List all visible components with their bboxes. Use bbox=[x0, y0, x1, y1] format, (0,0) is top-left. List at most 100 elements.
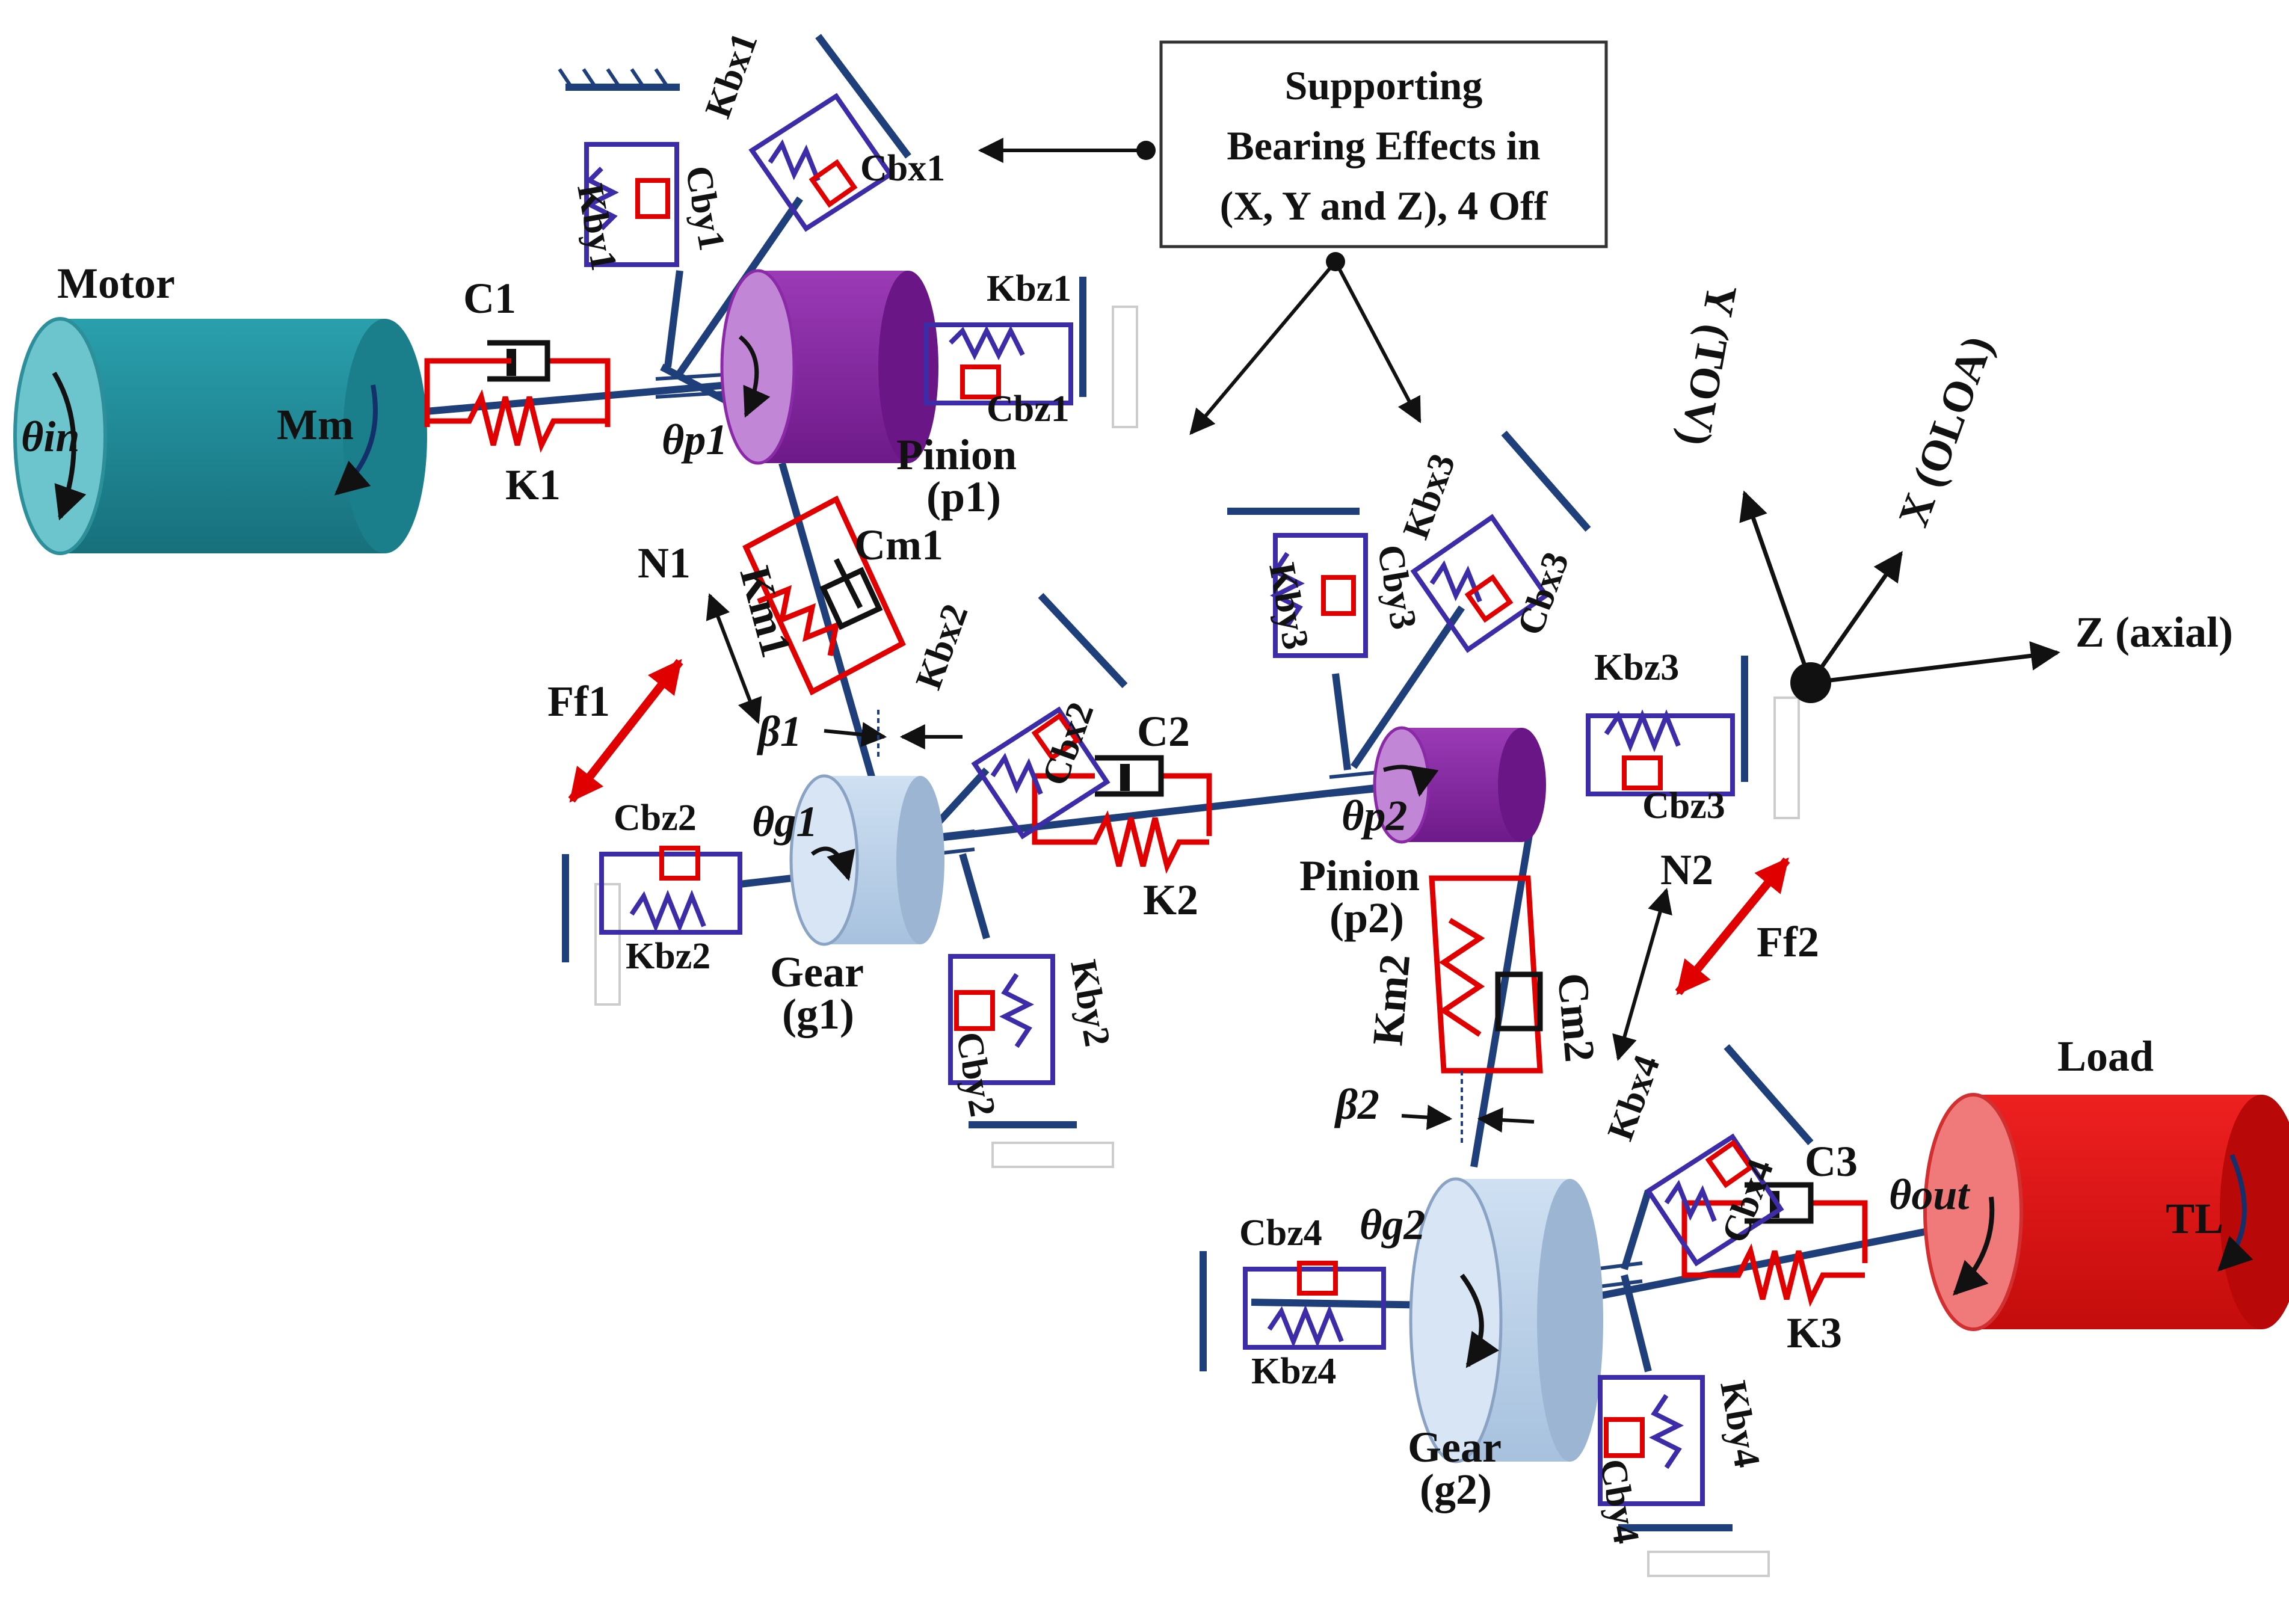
theta-g1-label: θg1 bbox=[752, 798, 818, 846]
bearing-bz3 bbox=[1586, 709, 1735, 796]
cbz4-label: Cbz4 bbox=[1239, 1213, 1322, 1253]
gear1-label: Gear bbox=[770, 948, 864, 996]
bearing-bx2 bbox=[971, 706, 1111, 840]
cbz2-label: Cbz2 bbox=[614, 798, 697, 838]
motor-shaft bbox=[384, 381, 729, 419]
ff1-label: Ff1 bbox=[547, 677, 610, 725]
pinion2-label: Pinion bbox=[1299, 852, 1420, 900]
kby4-label: Kby4 bbox=[1712, 1378, 1767, 1471]
beta1-label: β1 bbox=[756, 707, 802, 755]
load-label: Load bbox=[2057, 1032, 2154, 1080]
load-cylinder bbox=[1923, 1093, 2289, 1331]
force-arrows bbox=[568, 593, 1790, 1143]
motor-cylinder bbox=[13, 317, 427, 555]
gear2-id-label: (g2) bbox=[1420, 1465, 1492, 1513]
c1-label: C1 bbox=[463, 274, 516, 322]
kby2-label: Kby2 bbox=[1062, 957, 1118, 1050]
bearing-bx1 bbox=[748, 93, 894, 232]
cby2-label: Cby2 bbox=[948, 1029, 1003, 1120]
cbz1-label: Cbz1 bbox=[987, 389, 1070, 429]
mesh-1 bbox=[742, 495, 906, 696]
theta-p1-label: θp1 bbox=[662, 416, 727, 464]
kbx3-label: Kbx3 bbox=[1395, 449, 1463, 544]
mesh2-line bbox=[1470, 805, 1538, 1167]
mesh-2 bbox=[1429, 875, 1543, 1074]
k1-label: K1 bbox=[505, 461, 561, 509]
bearing-bz4 bbox=[1243, 1261, 1386, 1350]
bearing-bz1 bbox=[924, 322, 1073, 405]
strut-bx3 bbox=[1351, 605, 1465, 769]
axis-y-label: Y (TOV) bbox=[1671, 281, 1746, 449]
cbx1-label: Cbx1 bbox=[860, 148, 945, 189]
strut-by1 bbox=[664, 270, 683, 368]
k2-label: K2 bbox=[1143, 876, 1198, 924]
kbz2-label: Kbz2 bbox=[626, 936, 710, 977]
kbz3-label: Kbz3 bbox=[1594, 647, 1679, 688]
cby3-label: Cby3 bbox=[1369, 542, 1424, 633]
strut-by2 bbox=[959, 853, 990, 940]
strut-bx4 bbox=[1621, 1190, 1652, 1270]
mm-label: Mm bbox=[277, 401, 354, 449]
bearing-bx4 bbox=[1645, 1133, 1784, 1267]
n1-label: N1 bbox=[638, 539, 691, 587]
cby1-label: Cby1 bbox=[677, 163, 732, 254]
motor-label: Motor bbox=[57, 259, 175, 307]
kbz1-label: Kbz1 bbox=[987, 268, 1071, 309]
tl-label: TL bbox=[2166, 1195, 2223, 1243]
pinion2-id-label: (p2) bbox=[1329, 894, 1404, 942]
k3-label: K3 bbox=[1787, 1309, 1842, 1357]
bearing-callout: Supporting Bearing Effects in (X, Y and … bbox=[978, 40, 1608, 435]
g2-z-shaft bbox=[1251, 1299, 1438, 1309]
axis-z-label: Z (axial) bbox=[2075, 608, 2233, 656]
pinion1-label: Pinion bbox=[896, 431, 1017, 479]
intermediate-shaft bbox=[902, 781, 1402, 846]
labels: Motor Load Pinion (p1) Pinion (p2) Gear … bbox=[21, 28, 2223, 1547]
km2-label: Km2 bbox=[1363, 952, 1419, 1047]
gear-g1 bbox=[789, 774, 944, 946]
strut-by3 bbox=[1332, 673, 1351, 770]
callout-line-3: (X, Y and Z), 4 Off bbox=[1220, 183, 1548, 229]
main-spring-dampers bbox=[424, 340, 1868, 1307]
beta2-label: β2 bbox=[1334, 1080, 1379, 1128]
bearing-by4 bbox=[1598, 1375, 1705, 1506]
theta-p2-label: θp2 bbox=[1342, 792, 1407, 840]
n2-label: N2 bbox=[1660, 846, 1713, 894]
gear-g2 bbox=[1409, 1177, 1603, 1463]
ff2-label: Ff2 bbox=[1757, 918, 1819, 966]
gear2-label: Gear bbox=[1408, 1423, 1502, 1471]
bearing-bx3 bbox=[1410, 514, 1550, 653]
pinion1-id-label: (p1) bbox=[926, 473, 1001, 521]
cm1-label: Cm1 bbox=[854, 521, 943, 569]
axis-x-label: X (OLOA) bbox=[1889, 330, 2002, 532]
cm2-label: Cm2 bbox=[1548, 971, 1604, 1063]
coordinate-axes: Y (TOV) X (OLOA) Z (axial) bbox=[1671, 281, 2233, 703]
coupling-1 bbox=[424, 340, 611, 453]
strut-by4 bbox=[1621, 1274, 1652, 1373]
c3-label: C3 bbox=[1805, 1137, 1858, 1186]
kbz4-label: Kbz4 bbox=[1251, 1351, 1336, 1392]
ground-supports bbox=[558, 34, 1814, 1577]
callout-line-1: Supporting bbox=[1285, 63, 1483, 108]
gear1-id-label: (g1) bbox=[782, 990, 854, 1038]
bearing-spring-dampers bbox=[584, 93, 1784, 1506]
callout-line-2: Bearing Effects in bbox=[1227, 123, 1540, 168]
theta-out-label: θout bbox=[1889, 1170, 1970, 1219]
cbz3-label: Cbz3 bbox=[1642, 786, 1725, 826]
bearing-by3 bbox=[1270, 533, 1368, 658]
kbx1-label: Kbx1 bbox=[697, 28, 765, 123]
pinion-p2 bbox=[1373, 726, 1546, 844]
theta-g2-label: θg2 bbox=[1360, 1201, 1425, 1249]
kby1-label: Kby1 bbox=[569, 181, 624, 274]
pinion-p1 bbox=[720, 269, 938, 465]
cby4-label: Cby4 bbox=[1592, 1456, 1647, 1547]
output-shaft bbox=[1551, 1223, 1950, 1309]
kby3-label: Kby3 bbox=[1261, 560, 1316, 653]
bearing-by2 bbox=[948, 954, 1055, 1085]
bearing-by1 bbox=[584, 142, 679, 267]
kbx4-label: Kbx4 bbox=[1600, 1050, 1668, 1146]
theta-in-label: θin bbox=[21, 413, 79, 461]
bearing-bz2 bbox=[599, 846, 742, 935]
kbx2-label: Kbx2 bbox=[908, 599, 976, 695]
km1-label: Km1 bbox=[731, 561, 801, 662]
